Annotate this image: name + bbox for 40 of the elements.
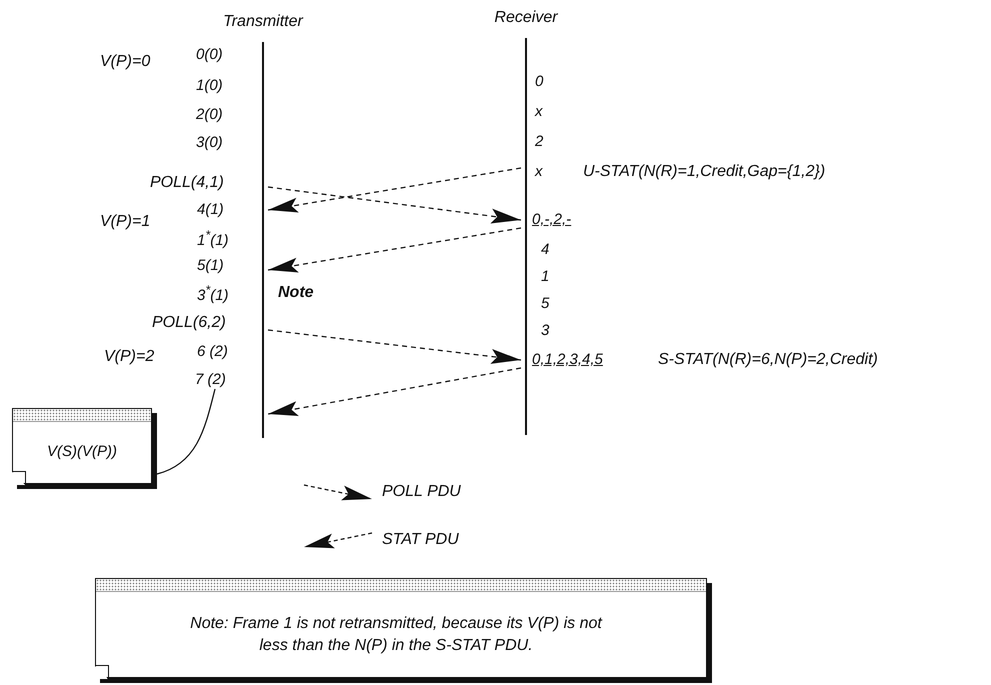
sequence-label: V(P)=0: [100, 53, 150, 71]
sequence-label: 5: [541, 295, 550, 313]
sequence-label: 1(0): [196, 77, 223, 95]
sequence-label: 2: [535, 133, 544, 151]
legend-text: STAT PDU: [382, 531, 459, 549]
sequence-label: S-STAT(N(R)=6,N(P)=2,Credit): [658, 351, 878, 369]
sequence-label: 1: [541, 268, 550, 286]
leader-line: [156, 388, 216, 475]
note-text: V(S)(V(P)): [47, 442, 117, 462]
note-text: Note: Frame 1 is not retransmitted, because its V(P) is not less than the N(P) in the S-STAT PDU.: [189, 614, 604, 656]
sequence-label: x: [535, 103, 542, 121]
sequence-label: Note: [278, 284, 314, 302]
sequence-label: 3(0): [196, 134, 223, 152]
sequence-label: 4(1): [197, 201, 224, 219]
sequence-label: 3: [541, 322, 550, 340]
sequence-label: 6 (2): [197, 343, 228, 361]
sequence-label: 1$^{*}$(1): [197, 227, 229, 250]
legend-text: POLL PDU: [382, 483, 461, 501]
sequence-label: 2(0): [196, 106, 223, 124]
lifeline-heading: Transmitter: [223, 12, 303, 32]
sequence-label: 0,-,2,-: [532, 211, 572, 229]
message-arrow: [268, 367, 522, 416]
message-arrow: [268, 167, 522, 212]
sequence-label: 0: [535, 73, 544, 91]
sequence-label: x: [535, 163, 542, 181]
sequence-label: V(P)=1: [100, 213, 150, 231]
message-arrow: [268, 329, 522, 364]
message-arrow: [268, 227, 522, 272]
sequence-label: V(P)=2: [104, 348, 154, 366]
sequence-label: 3$^{*}$(1): [197, 282, 229, 305]
sequence-label: U-STAT(N(R)=1,Credit,Gap={1,2}): [583, 163, 826, 181]
message-arrow: [268, 186, 522, 224]
sequence-label: 0,1,2,3,4,5: [532, 351, 603, 369]
sequence-label: 4: [541, 241, 550, 259]
sequence-label: POLL(6,2): [152, 314, 226, 332]
sequence-label: 5(1): [197, 257, 224, 275]
frame-label: 7 (2): [195, 371, 226, 389]
lifeline-heading: Receiver: [494, 8, 558, 28]
sequence-label: POLL(4,1): [150, 174, 224, 192]
sequence-label: 0(0): [196, 46, 223, 64]
